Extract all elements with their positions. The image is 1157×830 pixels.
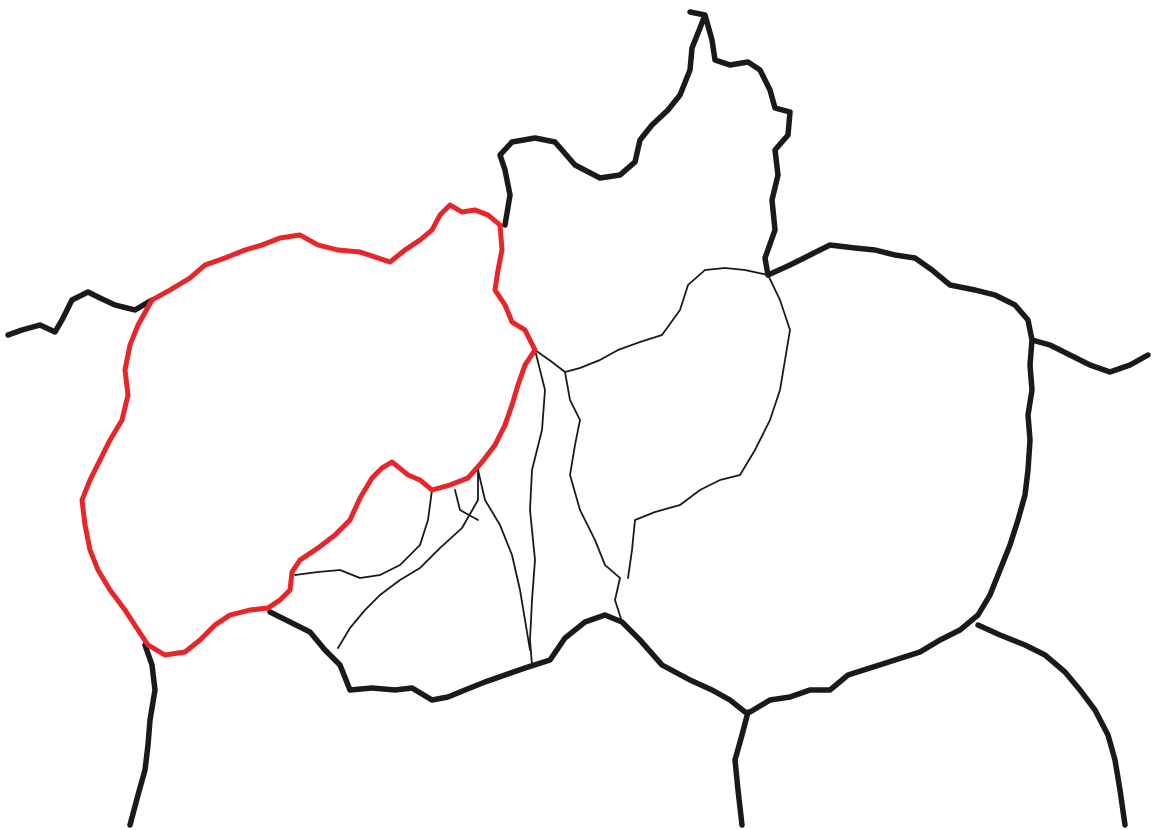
minor-borders (294, 267, 791, 666)
border-north-central (497, 9, 793, 278)
region-highlight-west[interactable] (79, 202, 538, 658)
border-southwest (127, 642, 158, 828)
border-east-edge (1029, 337, 1151, 375)
border-minor-5 (477, 469, 531, 651)
border-minor-3 (564, 371, 623, 623)
border-southeast (975, 622, 1128, 828)
border-west-edge (5, 289, 155, 338)
border-south-east-inner (732, 709, 751, 828)
border-minor-4 (529, 349, 546, 666)
border-east-large (747, 242, 1035, 715)
border-south-central (267, 609, 748, 715)
border-minor-2 (627, 274, 791, 579)
border-minor-8 (454, 489, 479, 521)
border-minor-1 (534, 267, 769, 373)
major-borders (5, 9, 1151, 828)
border-minor-7 (294, 489, 433, 579)
